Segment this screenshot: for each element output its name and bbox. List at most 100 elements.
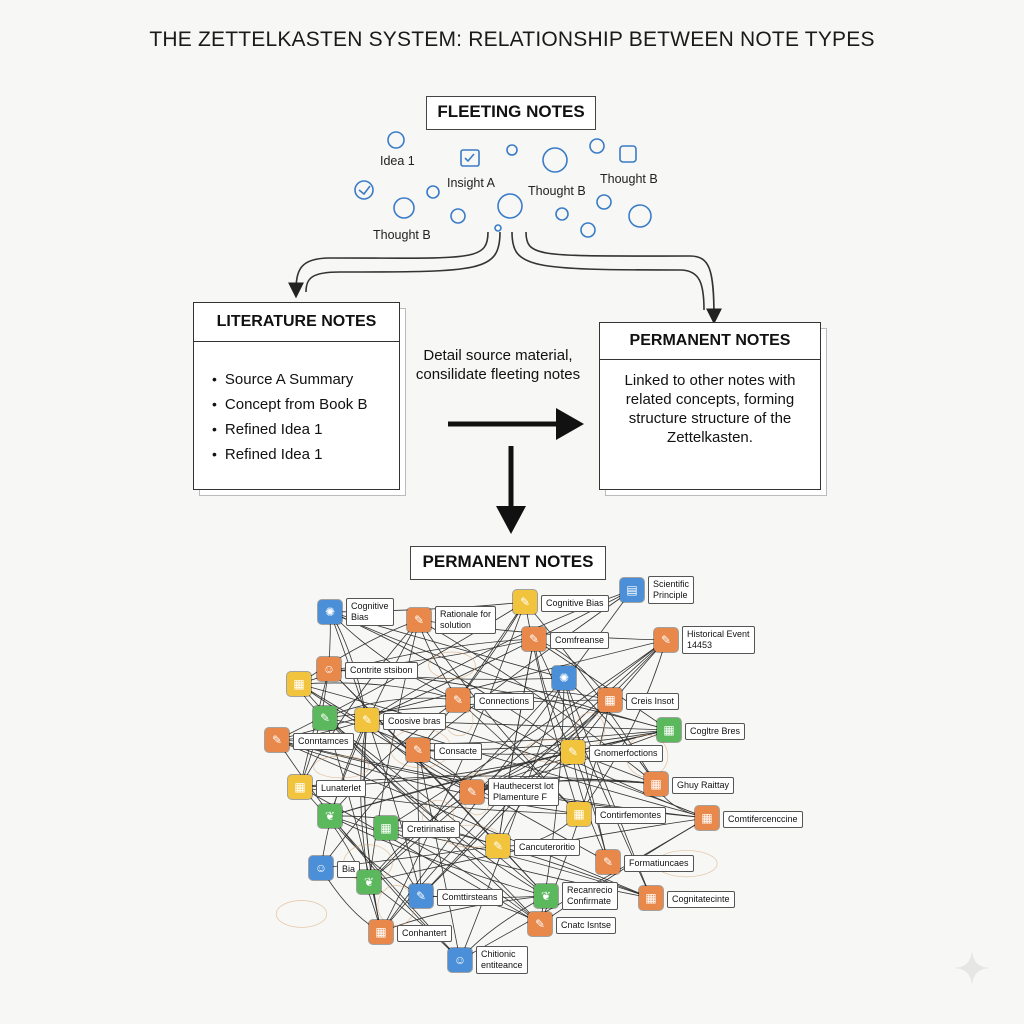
literature-notes-title: LITERATURE NOTES (216, 313, 377, 330)
list-item: Source A Summary (212, 367, 367, 392)
literature-notes-card: LITERATURE NOTES Source A Summary Concep… (193, 302, 400, 490)
tools-icon: ✎ (513, 590, 537, 614)
note-link (329, 611, 670, 731)
doc-icon: ▦ (598, 688, 622, 712)
clock-icon (354, 180, 374, 200)
note-link (497, 638, 535, 847)
note-link (457, 699, 580, 815)
note-node-label: Hauthecerst lot Plamenture F (488, 778, 559, 806)
clipboard-icon: ▤ (620, 578, 644, 602)
permanent-notes-description: Linked to other notes with related conce… (624, 372, 796, 446)
fleeting-note-1: Idea 1 (380, 154, 415, 168)
note-node-label: Connections (474, 693, 535, 710)
note-link (385, 639, 667, 829)
tools-icon: ✎ (355, 708, 379, 732)
note-link (533, 638, 670, 731)
tools-icon: ✎ (265, 728, 289, 752)
fleeting-to-permanent-arrow (525, 231, 722, 325)
fleeting-to-literature-arrow (288, 231, 489, 299)
note-node-label: Conntamces (293, 733, 354, 750)
person-icon: ☺ (309, 856, 333, 880)
note-link (299, 619, 420, 788)
note-link (368, 619, 420, 883)
list-item: Refined Idea 1 (212, 442, 367, 467)
note-link (459, 677, 565, 961)
doc-icon: ▦ (374, 816, 398, 840)
fleeting-notes-label: FLEETING NOTES (426, 96, 596, 130)
note-node-label: Recanrecio Confirmate (562, 882, 618, 910)
note-link (366, 719, 708, 819)
permanent-notes-card: PERMANENT NOTES Linked to other notes wi… (599, 322, 821, 490)
note-link (329, 611, 422, 897)
note-link (380, 601, 526, 933)
note-link (578, 639, 667, 815)
network-label: PERMANENT NOTES (410, 546, 606, 580)
note-node-label: Formatiuncaes (624, 855, 694, 872)
doc-icon: ▦ (657, 718, 681, 742)
flow-description: Detail source material, consilidate flee… (415, 347, 581, 383)
note-link (524, 601, 580, 815)
person-icon: ☺ (317, 657, 341, 681)
decorative-loop (275, 900, 328, 928)
fleeting-note-2: Insight A (447, 176, 495, 190)
fleeting-note-5: Thought B (373, 228, 431, 242)
doc-icon: ▦ (369, 920, 393, 944)
checklist-icon (460, 149, 480, 167)
note-node-label: Cnatc Isntse (556, 917, 617, 934)
diagram-title: THE ZETTELKASTEN SYSTEM: RELATIONSHIP BE… (149, 28, 875, 51)
list-item: Refined Idea 1 (212, 417, 367, 442)
note-link (324, 697, 459, 719)
doc-icon: ▦ (288, 775, 312, 799)
literature-to-permanent-arrow (556, 408, 584, 440)
divider (600, 359, 820, 360)
note-link (380, 895, 547, 933)
note-node-label: Cognitive Bias (346, 598, 394, 626)
person-icon: ☺ (448, 948, 472, 972)
note-node-label: Creis Insot (626, 693, 680, 710)
brain-icon: ✺ (318, 600, 342, 624)
note-icon (619, 145, 637, 163)
note-node-label: Scientific Principle (648, 576, 695, 604)
doc-icon: ▦ (567, 802, 591, 826)
note-node-label: Coosive bras (383, 713, 446, 730)
note-node-label: Cancuteroritio (514, 839, 581, 856)
note-link (329, 611, 459, 701)
doc-icon: ▦ (644, 772, 668, 796)
note-link (276, 739, 652, 899)
note-node-label: Gnomerfoctions (589, 745, 663, 762)
brain-icon: ✺ (552, 666, 576, 690)
note-node-label: Cognitatecinte (667, 891, 735, 908)
down-to-network-arrow (496, 506, 526, 534)
note-link (385, 827, 541, 925)
note-node-label: Consacte (434, 743, 483, 760)
tools-icon: ✎ (486, 834, 510, 858)
tools-icon: ✎ (528, 912, 552, 936)
tools-icon: ✎ (406, 738, 430, 762)
decorative-loop (313, 755, 370, 779)
note-node-label: Ghuy Raittay (672, 777, 735, 794)
note-node-label: Chitionic entiteance (476, 946, 528, 974)
doc-icon: ▦ (287, 672, 311, 696)
note-node-label: Rationale for solution (435, 606, 497, 634)
note-node-label: Comtifercenccine (723, 811, 803, 828)
thought-bubble-icon (387, 131, 405, 149)
leaf-icon: ❦ (318, 804, 342, 828)
note-link (329, 611, 574, 753)
fleeting-note-3: Thought B (528, 184, 586, 198)
note-link (563, 677, 609, 863)
tools-icon: ✎ (596, 850, 620, 874)
note-link (276, 739, 580, 815)
fleeting-note-4: Thought B (600, 172, 658, 186)
literature-notes-list: Source A Summary Concept from Book B Ref… (212, 367, 368, 467)
tools-icon: ✎ (409, 884, 433, 908)
leaf-icon: ❦ (534, 884, 558, 908)
note-node-label: Conhantert (397, 925, 452, 942)
list-item: Concept from Book B (212, 392, 368, 417)
tools-icon: ✎ (460, 780, 484, 804)
leaf-icon: ❦ (357, 870, 381, 894)
divider (194, 341, 399, 342)
note-node-label: Lunaterlet (316, 780, 367, 797)
tools-icon: ✎ (561, 740, 585, 764)
